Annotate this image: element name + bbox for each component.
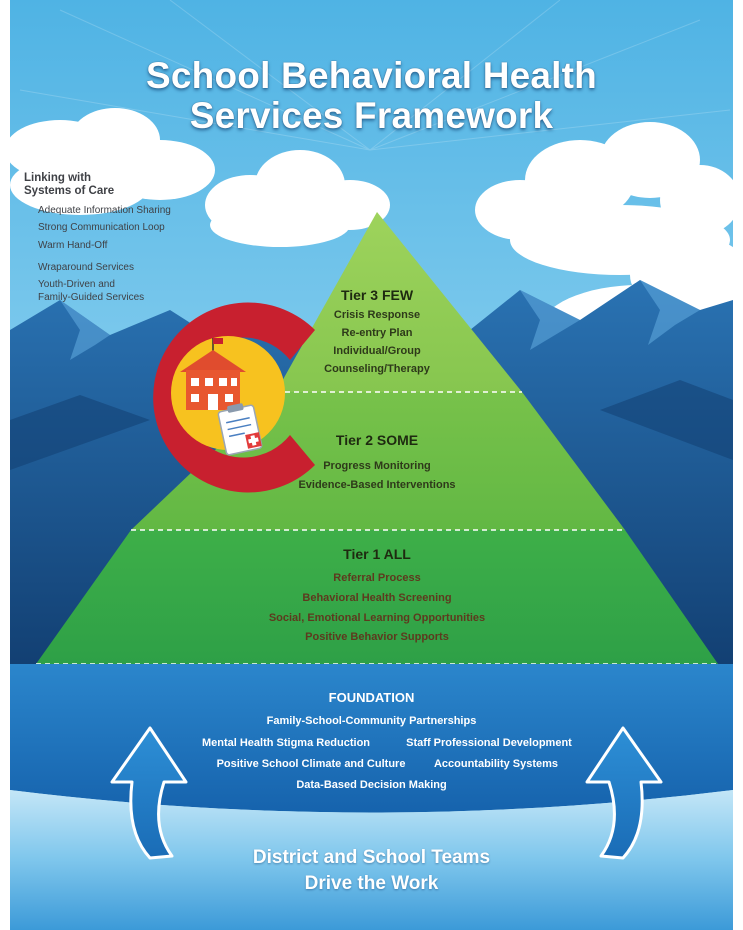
foundation-item: Staff Professional Development <box>406 737 572 749</box>
foundation-item: Data-Based Decision Making <box>296 779 447 791</box>
clouds <box>5 108 743 385</box>
foundation-item: Positive School Climate and Culture <box>216 758 406 770</box>
tier1-item: Social, Emotional Learning Opportunities <box>268 612 486 624</box>
tier3-item: Re-entry Plan <box>341 327 413 339</box>
systems-of-care-item: Youth-Driven and <box>38 279 115 290</box>
tier2-item: Evidence-Based Interventions <box>298 479 456 491</box>
up-arrow-right-icon <box>585 726 663 860</box>
foundation-band <box>10 664 733 813</box>
foundation-item: Accountability Systems <box>433 758 559 770</box>
tier1-item: Positive Behavior Supports <box>305 631 449 643</box>
tier1-band <box>36 530 718 664</box>
mountain-highlights <box>60 280 700 360</box>
sun-rays <box>19 0 731 151</box>
foundation-heading: FOUNDATION <box>328 690 415 705</box>
systems-of-care-heading-line1: Linking with <box>24 172 92 184</box>
page-title-line2: Services Framework <box>189 95 554 136</box>
systems-of-care-item: Strong Communication Loop <box>38 222 165 233</box>
systems-of-care-item: Warm Hand-Off <box>38 240 108 251</box>
drive-line1: District and School Teams <box>252 847 491 868</box>
page-title-line1: School Behavioral Health <box>146 55 597 96</box>
tier1-item: Behavioral Health Screening <box>302 592 452 604</box>
systems-of-care-item: Wraparound Services <box>38 262 134 273</box>
clipboard-medical-icon <box>217 403 263 456</box>
tier3-item: Individual/Group <box>333 345 421 357</box>
foundation-item: Mental Health Stigma Reduction <box>201 737 371 749</box>
tier3-item: Counseling/Therapy <box>324 363 430 375</box>
tier1-item: Referral Process <box>333 572 421 584</box>
up-arrow-left-icon <box>110 726 188 860</box>
tier3-heading: Tier 3 FEW <box>340 287 414 303</box>
tier1-heading: Tier 1 ALL <box>343 546 411 562</box>
systems-of-care-item: Adequate Information Sharing <box>38 205 171 216</box>
mountain-shadows <box>10 380 733 470</box>
foundation-item: Family-School-Community Partnerships <box>266 715 477 727</box>
tier2-item: Progress Monitoring <box>323 460 431 472</box>
systems-of-care-item: Family-Guided Services <box>38 292 145 303</box>
bottom-band <box>10 790 733 930</box>
tier3-band <box>276 212 522 392</box>
drive-line2: Drive the Work <box>304 873 439 894</box>
systems-of-care-heading-line2: Systems of Care <box>24 185 115 197</box>
tier2-heading: Tier 2 SOME <box>335 432 419 448</box>
school-house-icon <box>180 338 246 410</box>
tier3-item: Crisis Response <box>333 309 421 321</box>
